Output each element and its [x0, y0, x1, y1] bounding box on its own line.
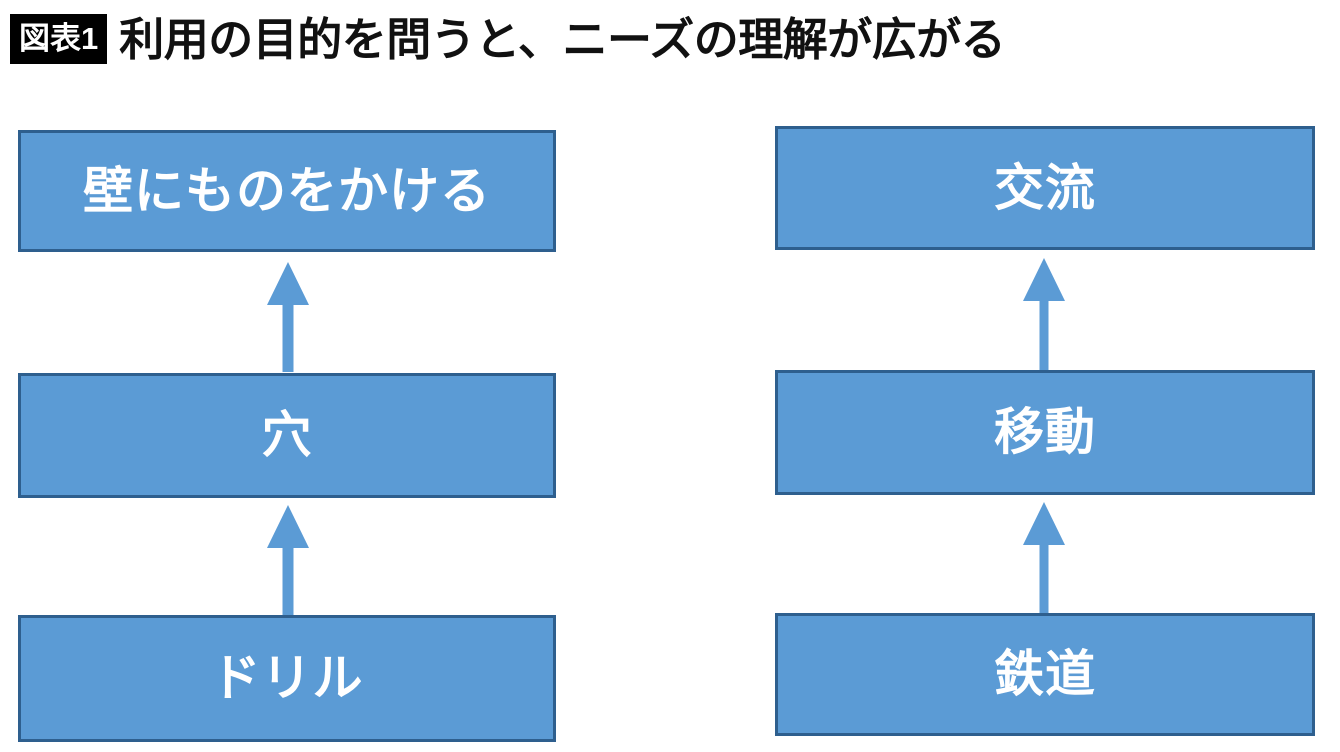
- arrow-shaft: [1039, 543, 1049, 613]
- arrow-head: [1023, 258, 1065, 301]
- node-box-hole[interactable]: 穴: [18, 373, 556, 498]
- figure-header: 図表1 利用の目的を問うと、ニーズの理解が広がる: [0, 0, 1340, 78]
- arrow-up-icon-drill-to-hole: [267, 505, 309, 615]
- node-box-wall[interactable]: 壁にものをかける: [18, 130, 556, 252]
- node-label-railway: 鉄道: [994, 646, 1096, 703]
- arrow-head: [267, 262, 309, 305]
- node-label-movement: 移動: [994, 404, 1096, 461]
- node-label-drill: ドリル: [210, 650, 364, 707]
- arrow-shaft: [1039, 300, 1049, 370]
- node-box-movement[interactable]: 移動: [775, 370, 1315, 495]
- arrow-head: [1023, 502, 1065, 545]
- figure-title: 利用の目的を問うと、ニーズの理解が広がる: [119, 13, 1006, 65]
- figure-number-badge: 図表1: [10, 14, 108, 64]
- node-label-exchange: 交流: [994, 159, 1096, 216]
- arrow-head: [267, 505, 309, 548]
- node-box-exchange[interactable]: 交流: [775, 126, 1315, 250]
- node-label-hole: 穴: [261, 407, 313, 464]
- node-box-drill[interactable]: ドリル: [18, 615, 556, 742]
- node-label-wall: 壁にものをかける: [83, 162, 491, 219]
- node-box-railway[interactable]: 鉄道: [775, 613, 1315, 736]
- arrow-shaft: [282, 547, 294, 615]
- arrow-shaft: [282, 304, 294, 372]
- arrow-up-icon-railway-to-movement: [1023, 502, 1065, 613]
- arrow-up-icon-movement-to-exchange: [1023, 258, 1065, 370]
- arrow-up-icon-hole-to-wall: [267, 262, 309, 372]
